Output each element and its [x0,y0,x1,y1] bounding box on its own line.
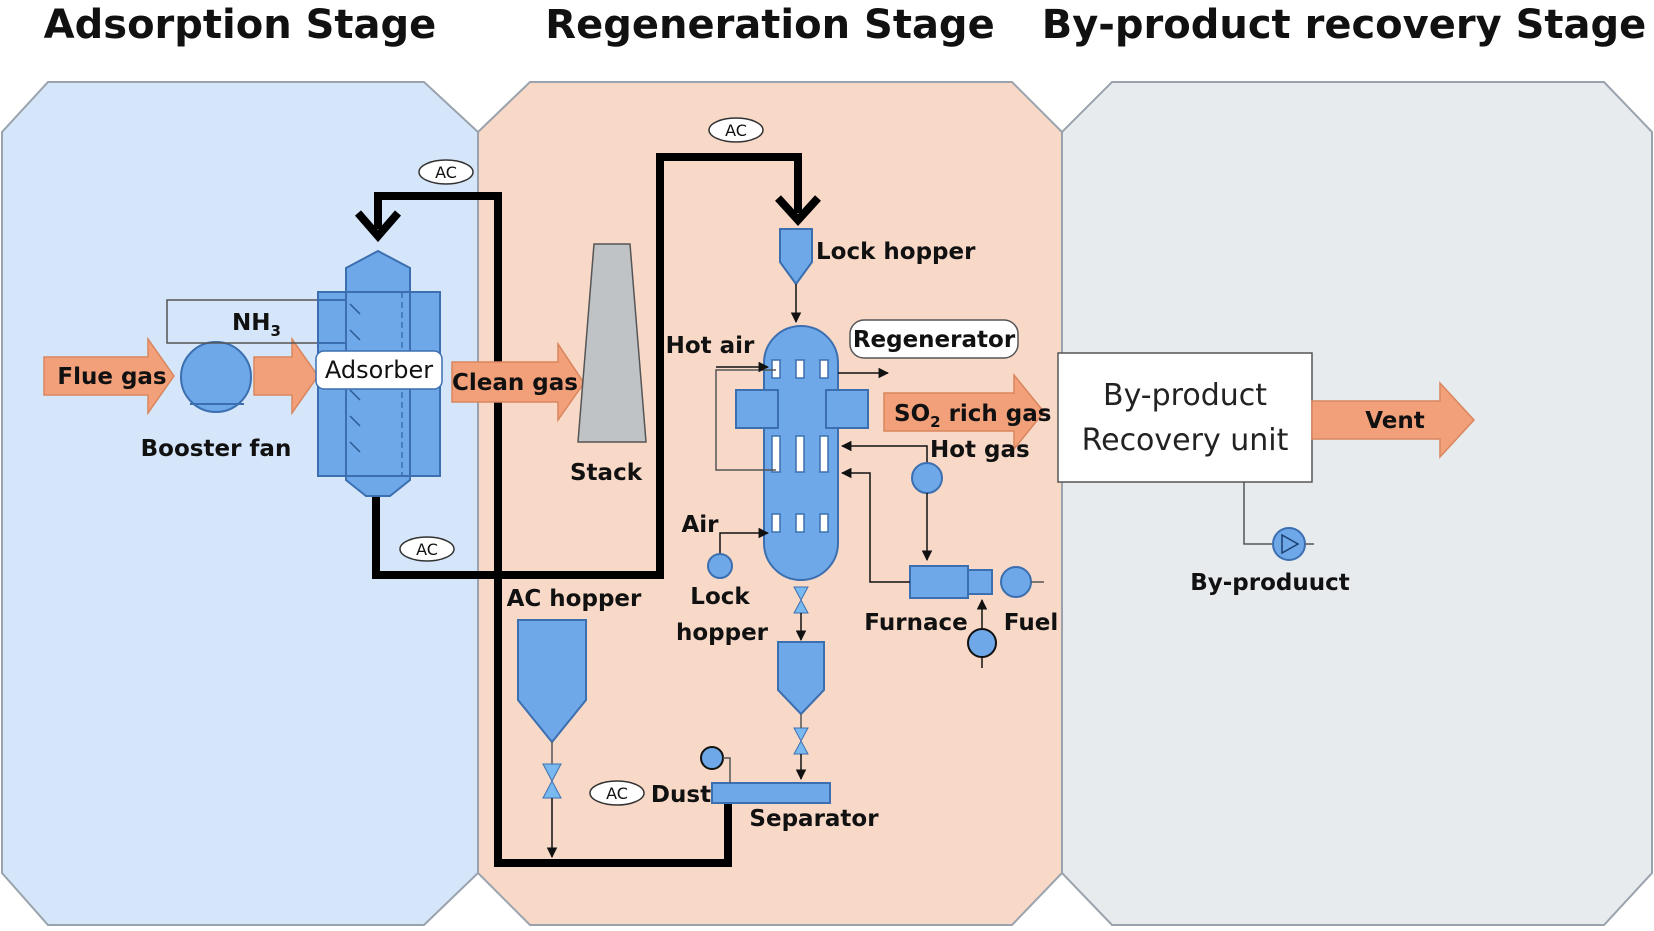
ac-tag-adsorber-inlet: AC [418,159,474,185]
ac-hopper-icon [517,619,587,744]
byproduct-stage-panel [1061,81,1653,926]
furnace-burner-icon [967,569,993,595]
carbon-spent-line [372,153,802,579]
nh3-label: NH3 [232,310,281,340]
lock-hopper-top-icon [779,228,813,286]
clean-gas-label: Clean gas [452,370,578,396]
carbon-return-arrow-head [354,210,402,243]
pump-direction-icon [1281,533,1300,555]
cooler-hopper-icon [777,641,825,716]
adsorption-stage-title: Adsorption Stage [44,2,437,48]
byproduct-outlet-line [1243,482,1272,545]
ac-hopper-label: AC hopper [507,586,642,612]
lock-hopper-top-label: Lock hopper [816,239,976,265]
stack-label: Stack [570,460,643,486]
carbon-return-line [374,192,732,867]
hot-air-recirc-line [715,369,776,471]
lock-hopper-bottom-label-1: Lock [690,584,750,610]
lock-hopper-bottom-label-2: hopper [676,620,769,646]
ac-tag-label: AC [725,121,747,140]
fan-to-adsorber-arrow [253,336,319,416]
dust-label: Dust [651,782,711,808]
carbon-spent-arrow-head [775,195,821,226]
vent-arrow [1311,381,1476,459]
ac-tag-regenerator-inlet: AC [708,117,764,143]
booster-fan-icon [180,341,252,413]
dust-fan-line [723,757,731,783]
byproduct-pump-icon [1272,527,1306,561]
ac-tag-label: AC [606,784,628,803]
byproduct-stage-title: By-product recovery Stage [1042,2,1647,48]
flue-gas-label: Flue gas [57,364,166,390]
lock-hopper-bottom-icon [707,553,733,579]
fuel-pump-icon [1000,566,1032,598]
dust-fan-icon [700,746,724,770]
furnace-label: Furnace [864,610,967,636]
byproduct-recovery-unit [1057,352,1313,483]
adsorber-label-box [315,350,443,390]
ac-tag-adsorber-outlet: AC [399,536,455,562]
fuel-label: Fuel [1004,610,1058,636]
byproduct-unit-label-1: By-product [1103,378,1267,413]
regenerator-vessel [735,325,869,581]
hot-gas-to-regenerator-line [840,440,928,462]
ac-tag-label: AC [435,163,457,182]
stack-icon [577,243,647,443]
regenerator-label-box [849,319,1019,359]
hot-air-label: Hot air [666,333,755,359]
flue-gas-arrow [43,336,175,416]
air-blower-icon [967,628,997,658]
regeneration-stage-title: Regeneration Stage [545,2,994,48]
adsorption-stage-panel [1,81,479,926]
furnace-icon [909,565,969,599]
hot-gas-label: Hot gas [930,437,1030,463]
separator-icon [711,782,831,804]
vent-label: Vent [1365,408,1425,434]
adsorber-label: Adsorber [325,356,433,384]
booster-fan-label: Booster fan [141,436,292,462]
byproduct-unit-label-2: Recovery unit [1082,423,1289,458]
so2-rich-gas-label: SO2 rich gas [894,401,1052,431]
hot-gas-blower-icon [911,462,943,494]
regenerator-label: Regenerator [853,327,1016,353]
furnace-to-regenerator-line [840,467,910,583]
ac-tag-label: AC [416,540,438,559]
clean-gas-arrow [451,341,585,423]
separator-label: Separator [749,806,879,832]
regenerator-outlet-valve-icon [793,586,809,614]
so2-rich-gas-arrow [883,372,1045,452]
air-to-regenerator-line [719,527,770,558]
ac-tag-separator: AC [589,780,645,806]
air-label: Air [681,512,719,538]
byproduct-output-label: By-produuct [1190,570,1350,596]
